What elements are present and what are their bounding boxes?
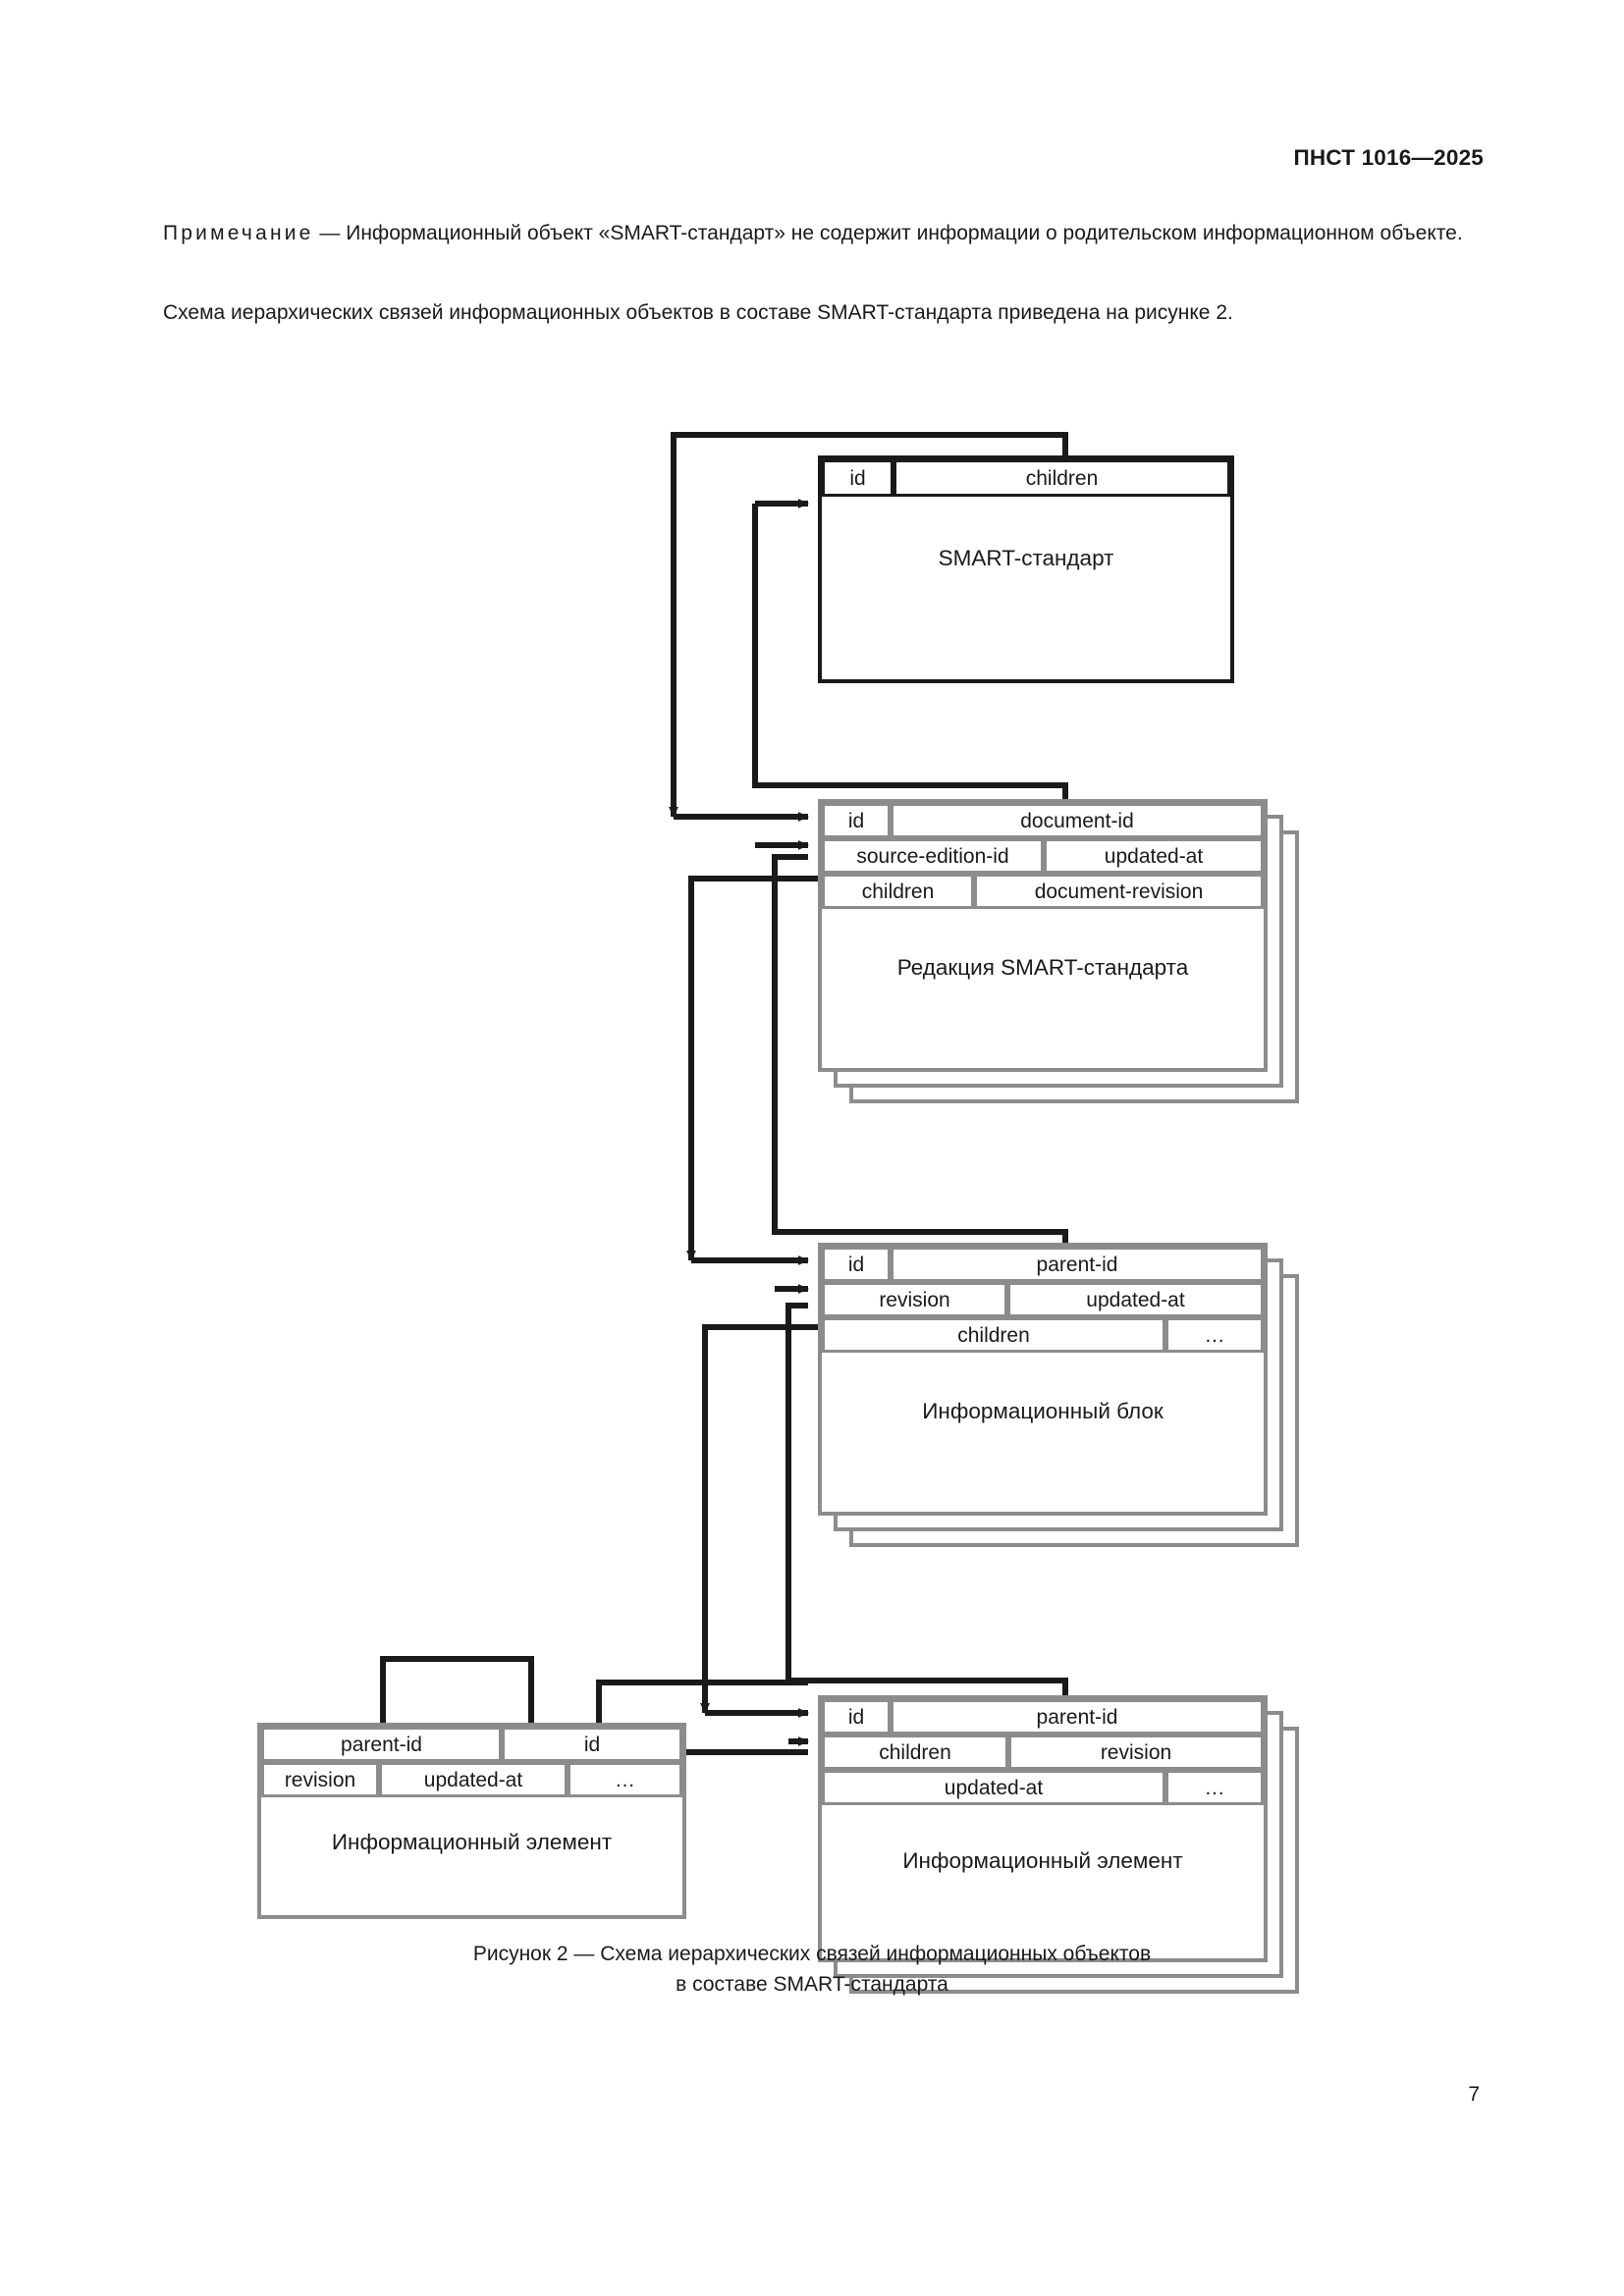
field-cell: children — [822, 1317, 1165, 1353]
entity-title: Информационный элемент — [331, 1830, 613, 1854]
edge-to-left-element-id — [596, 1680, 808, 1728]
field-cell: children — [822, 874, 974, 909]
figure-caption: Рисунок 2 — Схема иерархических связей и… — [0, 1939, 1624, 2000]
entity-row: revision updated-at … — [261, 1762, 682, 1797]
entity-row: parent-id id — [261, 1727, 682, 1762]
field-cell: id — [822, 803, 891, 838]
entity-title: SMART-стандарт — [938, 546, 1114, 570]
page-header-standard-number: ПНСТ 1016—2025 — [1293, 145, 1484, 170]
field-cell: … — [568, 1762, 682, 1797]
entity-title: Информационный блок — [922, 1399, 1164, 1423]
field-cell: … — [1165, 1770, 1264, 1805]
field-cell: document-id — [891, 803, 1264, 838]
figure-caption-line-1: Рисунок 2 — Схема иерархических связей и… — [472, 1943, 1152, 1965]
page-number: 7 — [1468, 2083, 1480, 2106]
field-cell: parent-id — [891, 1247, 1264, 1282]
note-label: Примечание — [163, 222, 314, 244]
note-text: — Информационный объект «SMART-стандарт»… — [313, 222, 1463, 244]
entity-card-information-element-left: parent-id id revision updated-at … Инфор… — [257, 1723, 686, 1919]
entity-row: children revision — [822, 1735, 1264, 1770]
entity-row: id document-id — [822, 803, 1264, 838]
entity-row: children document-revision — [822, 874, 1264, 909]
entity-card-smart-standard-revision: id document-id source-edition-id updated… — [818, 799, 1268, 1072]
field-cell: id — [502, 1727, 682, 1762]
field-cell: parent-id — [261, 1727, 502, 1762]
scheme-paragraph: Схема иерархических связей информационны… — [118, 297, 1502, 328]
entity-row: source-edition-id updated-at — [822, 838, 1264, 874]
field-cell: revision — [1008, 1735, 1264, 1770]
note-paragraph: Примечание — Информационный объект «SMAR… — [118, 218, 1502, 248]
field-cell: parent-id — [891, 1699, 1264, 1735]
field-cell: source-edition-id — [822, 838, 1044, 874]
entity-card-smart-standard: id children SMART-стандарт — [818, 455, 1234, 683]
field-cell: updated-at — [379, 1762, 568, 1797]
field-cell: id — [822, 1247, 891, 1282]
field-cell: … — [1165, 1317, 1264, 1353]
field-cell: id — [822, 1699, 891, 1735]
field-cell: children — [822, 1735, 1008, 1770]
field-cell: children — [893, 459, 1230, 497]
field-cell: updated-at — [1007, 1282, 1264, 1317]
entity-row: updated-at … — [822, 1770, 1264, 1805]
field-cell: revision — [822, 1282, 1007, 1317]
entity-row: revision updated-at — [822, 1282, 1264, 1317]
entity-title: Информационный элемент — [902, 1848, 1183, 1873]
field-cell: updated-at — [822, 1770, 1165, 1805]
entity-card-information-block: id parent-id revision updated-at childre… — [818, 1243, 1268, 1516]
entity-row: id parent-id — [822, 1247, 1264, 1282]
entity-row: children … — [822, 1317, 1264, 1353]
scheme-text: Схема иерархических связей информационны… — [163, 301, 1233, 324]
entity-row: id children — [822, 459, 1230, 497]
entity-title: Редакция SMART-стандарта — [896, 955, 1189, 980]
field-cell: id — [822, 459, 893, 497]
entity-row: id parent-id — [822, 1699, 1264, 1735]
field-cell: updated-at — [1044, 838, 1264, 874]
entity-card-information-element-right: id parent-id children revision updated-a… — [818, 1695, 1268, 1962]
figure-caption-line-2: в составе SMART-стандарта — [676, 1973, 948, 1996]
field-cell: document-revision — [974, 874, 1264, 909]
field-cell: revision — [261, 1762, 379, 1797]
